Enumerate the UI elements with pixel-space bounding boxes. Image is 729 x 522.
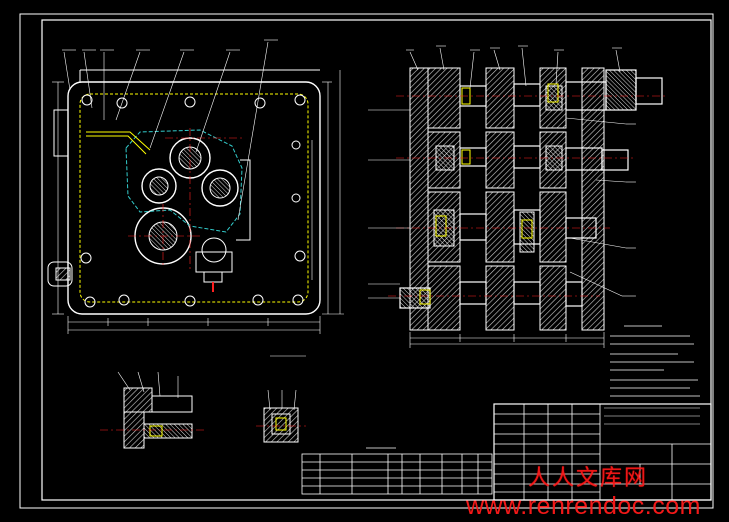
drawing-frame [19,13,714,509]
shafts [399,69,663,309]
main-view-gearbox [47,39,344,334]
section-view-stack [368,45,666,348]
detail-view-1 [100,371,206,449]
parts-list-table [301,447,493,495]
detail-view-2 [256,355,306,443]
watermark-site-name: 人人文库网 [528,466,649,491]
title-block [493,403,712,501]
bolt-holes [80,94,306,308]
gears [134,137,239,265]
watermark-site-url: www.renrendoc.com [466,492,701,520]
technical-requirements [610,325,700,397]
